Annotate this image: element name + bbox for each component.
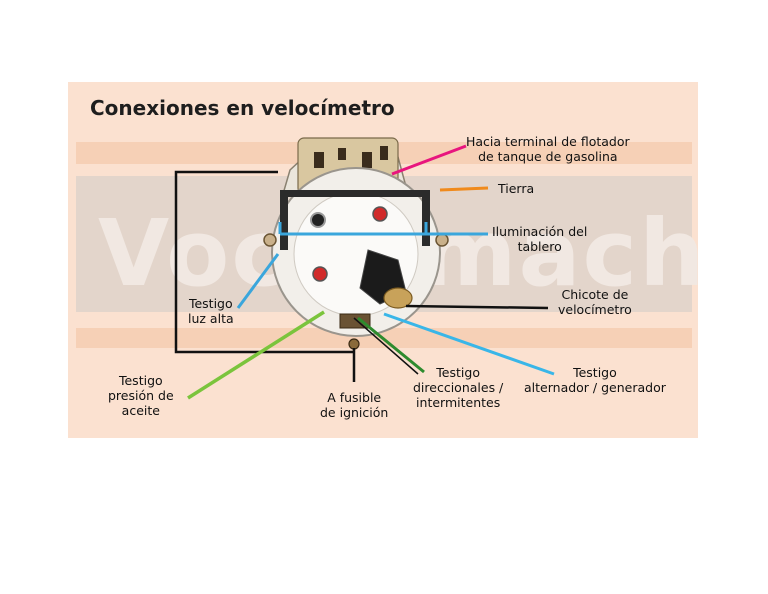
wire-direccionales-black	[353, 317, 419, 375]
label-chicote-line1: Chicote de	[561, 287, 629, 302]
label-tierra-text: Tierra	[498, 181, 535, 196]
diagram-panel: Vochomacha Conexiones en velocímetro	[68, 82, 698, 438]
label-luz-alta-line2: luz alta	[188, 311, 234, 326]
ground-loop-wire	[174, 170, 353, 354]
wire-alternador	[383, 312, 555, 376]
label-aceite-line1: Testigo	[118, 373, 163, 388]
label-flotador: Hacia terminal de flotador de tanque de …	[466, 134, 630, 164]
label-direccionales-line2: direccionales /	[413, 380, 504, 395]
label-aceite-line2: presión de	[108, 388, 174, 403]
wire-tierra	[439, 186, 489, 192]
label-aceite-line3: aceite	[121, 403, 160, 418]
wire-aceite	[187, 310, 325, 400]
label-direccionales-line3: intermitentes	[416, 395, 501, 410]
bracket-right-post	[422, 190, 430, 246]
bottom-terminal	[348, 338, 360, 350]
cable-fitting	[383, 287, 413, 309]
label-iluminacion: Iluminación del tablero	[492, 224, 587, 254]
terminal-2	[338, 148, 346, 160]
speedometer-housing	[263, 137, 449, 350]
terminal-4	[380, 146, 388, 160]
label-fusible-line1: A fusible	[327, 390, 382, 405]
label-direccionales: Testigo direccionales / intermitentes	[413, 365, 503, 410]
label-alternador-line1: Testigo	[573, 365, 617, 380]
terminal-3	[362, 152, 372, 168]
speedometer-wiring-diagram	[174, 137, 555, 400]
terminal-1	[314, 152, 324, 168]
label-luz-alta: Testigo luz alta	[188, 296, 234, 326]
label-iluminacion-line1: Iluminación del	[492, 224, 588, 239]
label-aceite: Testigo presión de aceite	[108, 373, 174, 418]
label-flotador-line2: de tanque de gasolina	[478, 149, 618, 164]
label-alternador: Testigo alternador / generador	[524, 365, 666, 395]
label-fusible-line2: de ignición	[320, 405, 389, 420]
label-iluminacion-line2: tablero	[517, 239, 562, 254]
label-chicote-line2: velocímetro	[558, 302, 632, 317]
center-socket	[310, 212, 326, 228]
wire-direccionales	[357, 316, 425, 374]
label-fusible: A fusible de ignición	[320, 390, 388, 420]
label-chicote: Chicote de velocímetro	[558, 287, 632, 317]
label-direccionales-line1: Testigo	[436, 365, 480, 380]
indicator-socket-left	[312, 266, 328, 282]
wire-flotador	[391, 144, 467, 176]
label-luz-alta-line1: Testigo	[188, 296, 233, 311]
wire-chicote	[405, 304, 549, 310]
label-flotador-line1: Hacia terminal de flotador	[466, 134, 630, 149]
indicator-socket-top	[372, 206, 388, 222]
mount-screw-left	[263, 233, 277, 247]
wire-luz-alta	[236, 253, 280, 309]
bracket-left-post	[280, 190, 288, 250]
diagram-title: Conexiones en velocímetro	[90, 96, 395, 120]
mount-screw-right	[435, 233, 449, 247]
label-tierra: Tierra	[498, 181, 534, 196]
label-alternador-line2: alternador / generador	[524, 380, 666, 395]
mounting-bracket	[280, 190, 430, 197]
